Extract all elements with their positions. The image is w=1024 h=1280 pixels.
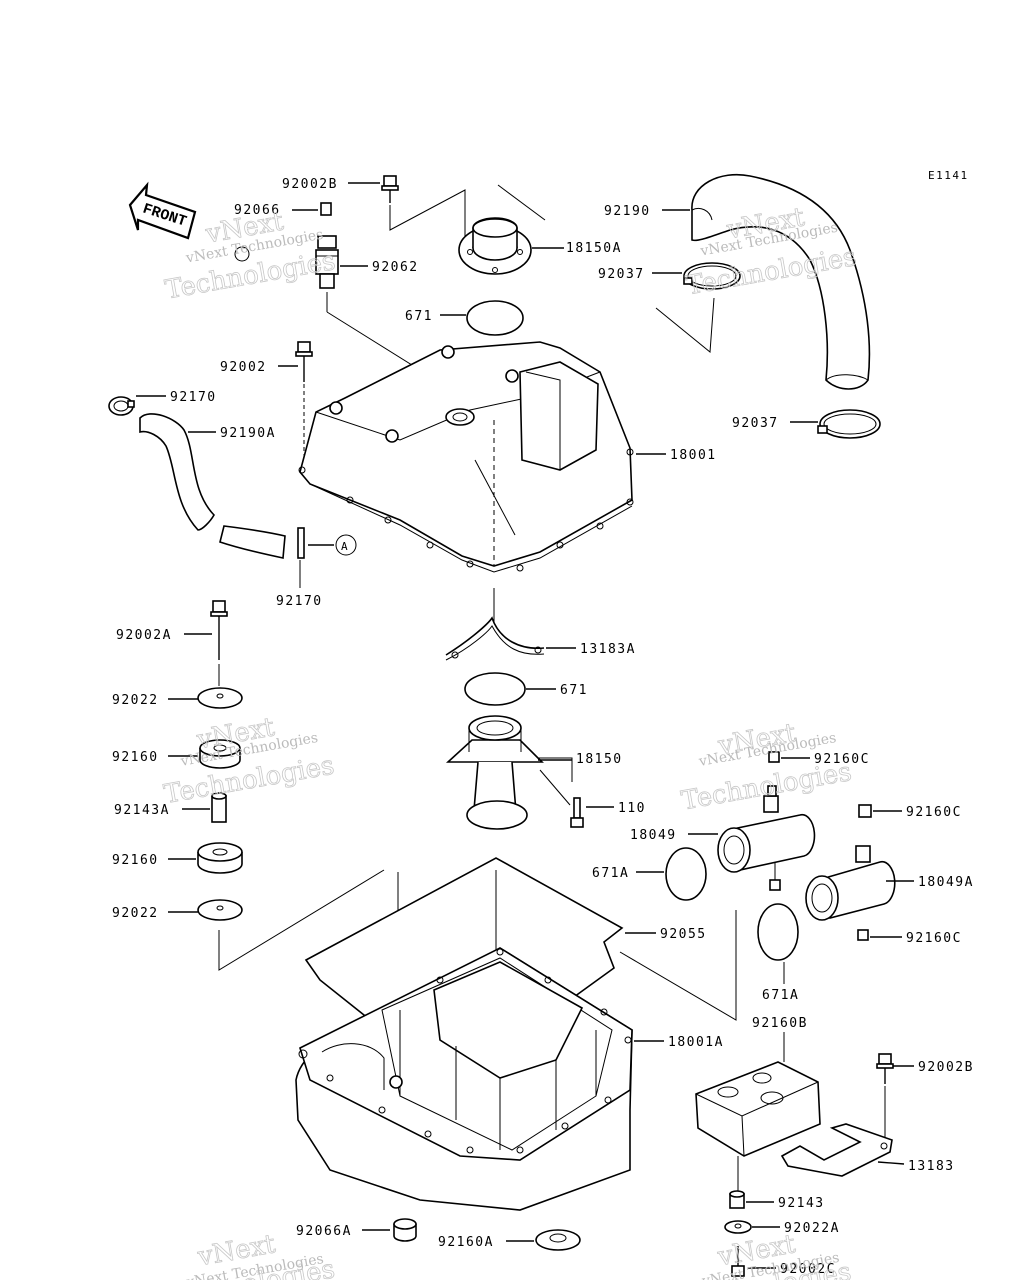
bolt-92002b-bottom — [876, 1053, 894, 1084]
label-18001a: 18001A — [668, 1035, 724, 1050]
label-92170-bottom: 92170 — [276, 594, 323, 609]
label-92002b-top: 92002B — [282, 177, 338, 192]
label-92160c-3: 92160C — [906, 931, 962, 946]
duct-18049 — [717, 785, 816, 891]
label-92002: 92002 — [220, 360, 267, 375]
label-13183a: 13183A — [580, 642, 636, 657]
clamp-92170 — [108, 396, 135, 416]
grommet-92160a — [535, 1229, 581, 1251]
label-18150a: 18150A — [566, 241, 622, 256]
label-92160-top: 92160 — [112, 750, 159, 765]
label-92022-bottom: 92022 — [112, 906, 159, 921]
label-92160b: 92160B — [752, 1016, 808, 1031]
label-671a-left: 671A — [592, 866, 629, 881]
oring-671-mid — [464, 672, 526, 706]
front-arrow-icon: FRONT — [128, 181, 197, 240]
bolt-92002a — [210, 600, 228, 660]
callout-a — [335, 534, 357, 556]
stud-92170 — [297, 527, 305, 559]
plug-92066 — [320, 202, 332, 216]
label-13183: 13183 — [908, 1159, 955, 1174]
label-92170-top: 92170 — [170, 390, 217, 405]
label-92160a: 92160A — [438, 1235, 494, 1250]
hose-92190 — [691, 174, 871, 390]
label-18049a: 18049A — [918, 875, 974, 890]
callout-a-label: A — [341, 540, 349, 553]
label-92160-bottom: 92160 — [112, 853, 159, 868]
plug-92066a — [393, 1218, 417, 1242]
label-92002c: 92002C — [780, 1262, 836, 1277]
washer-92022a — [724, 1220, 752, 1234]
bolt-110 — [570, 797, 584, 828]
oring-671a-right — [757, 903, 799, 961]
label-671-top: 671 — [405, 309, 433, 324]
label-92022-top: 92022 — [112, 693, 159, 708]
label-92160c-2: 92160C — [906, 805, 962, 820]
watermark-3: vNext Technologies vNext Technologies — [161, 712, 336, 811]
label-18049: 18049 — [630, 828, 677, 843]
label-92037-top: 92037 — [598, 267, 645, 282]
fitting-92062 — [315, 235, 339, 289]
clip-92160c-2 — [858, 804, 872, 818]
bracket-13183a — [445, 616, 545, 661]
label-110: 110 — [618, 801, 646, 816]
label-671-mid: 671 — [560, 683, 588, 698]
bolt-92002 — [295, 341, 313, 382]
pipe-18150a — [458, 217, 532, 275]
label-92062: 92062 — [372, 260, 419, 275]
clip-92160c-1 — [768, 751, 780, 763]
label-671a-right: 671A — [762, 988, 799, 1003]
clamp-92037-top — [683, 262, 741, 290]
airbox-lower-18001a — [295, 947, 633, 1211]
bolt-92002b-top — [381, 175, 399, 203]
bracket-13183 — [780, 1123, 893, 1177]
diagram-code: E1141 — [928, 169, 969, 182]
bolt-92002c — [731, 1246, 745, 1277]
label-92037-bottom: 92037 — [732, 416, 779, 431]
airbox-upper-18001 — [298, 341, 634, 573]
label-92160c-1: 92160C — [814, 752, 870, 767]
oring-671a-left — [665, 847, 707, 901]
label-18150: 18150 — [576, 752, 623, 767]
label-92002b-bottom: 92002B — [918, 1060, 974, 1075]
watermark-4: vNext Technologies vNext Technologies — [679, 718, 854, 817]
label-92022a: 92022A — [784, 1221, 840, 1236]
label-18001: 18001 — [670, 448, 717, 463]
label-92066a: 92066A — [296, 1224, 352, 1239]
block-92160b — [695, 1061, 821, 1157]
collar-92143 — [729, 1190, 745, 1209]
duct-18049a — [805, 845, 896, 941]
oring-671-top — [466, 300, 524, 336]
watermark-5: vNext Technologies vNext Technologies — [162, 1229, 337, 1280]
collar-92143a — [211, 792, 227, 823]
label-92055: 92055 — [660, 927, 707, 942]
rubber-92160-bottom — [197, 842, 243, 874]
pipe-18150 — [445, 715, 544, 830]
label-92190a: 92190A — [220, 426, 276, 441]
label-92190: 92190 — [604, 204, 651, 219]
clamp-92037-bottom — [817, 409, 881, 439]
label-92002a: 92002A — [116, 628, 172, 643]
label-92143: 92143 — [778, 1196, 825, 1211]
callout-a-top — [234, 246, 250, 262]
label-92143a: 92143A — [114, 803, 170, 818]
label-92066: 92066 — [234, 203, 281, 218]
hose-92190a — [139, 413, 286, 559]
rubber-92160-top — [199, 739, 241, 769]
